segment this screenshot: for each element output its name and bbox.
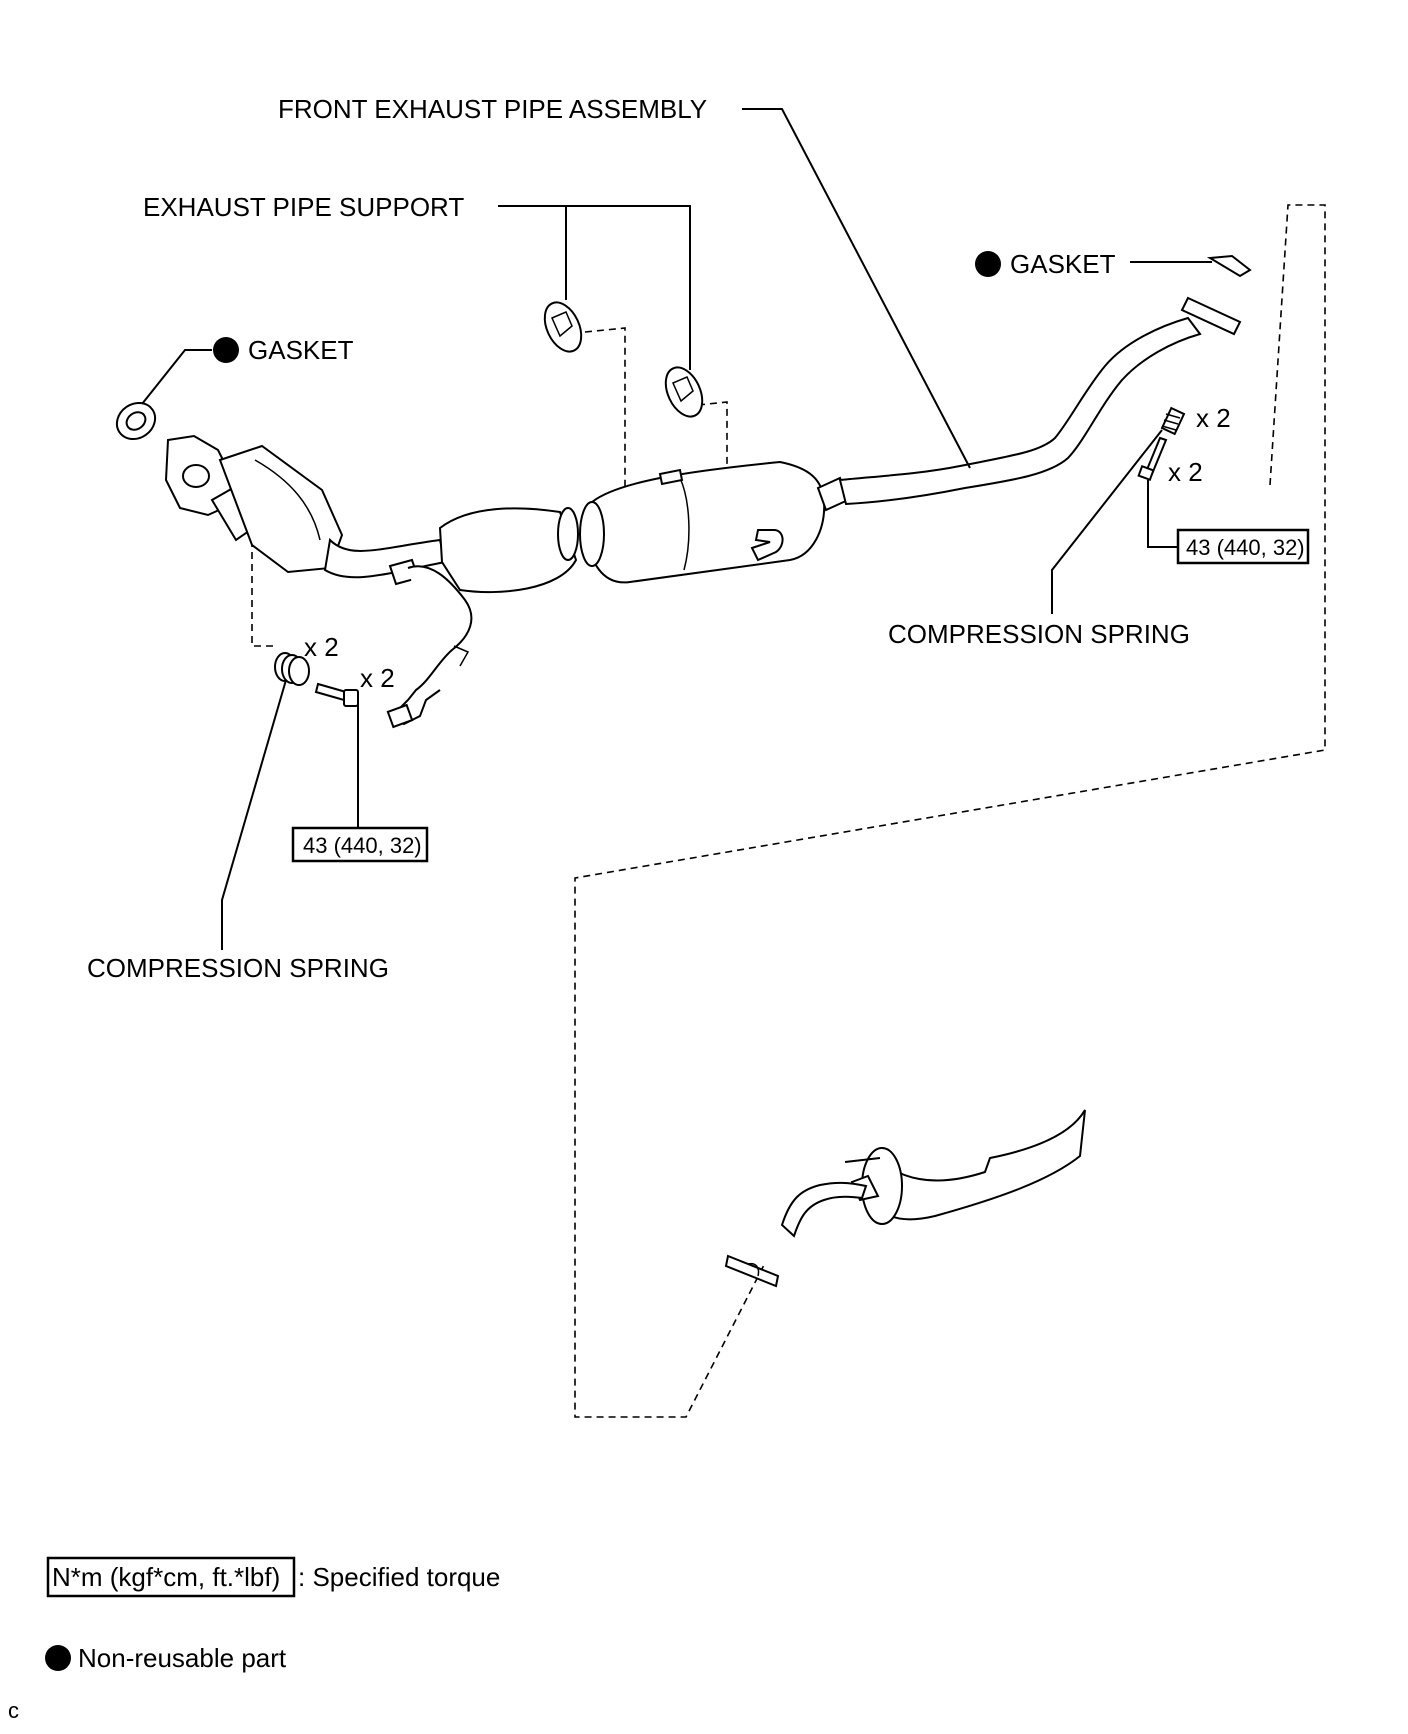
gasket-right-part: [1206, 254, 1252, 278]
label-exhaust-pipe-support: EXHAUST PIPE SUPPORT: [143, 192, 464, 222]
tail-pipe-muffler-part: [724, 1109, 1086, 1288]
label-gasket-right: GASKET: [1010, 249, 1116, 279]
label-qty-bolt-left: x 2: [360, 663, 395, 693]
compression-spring-right-part: [1160, 406, 1186, 436]
label-gasket-left: GASKET: [248, 335, 354, 365]
label-qty-spring-left: x 2: [304, 632, 339, 662]
exhaust-pipe-support-lower: [664, 366, 704, 418]
assembly-dashed-lines: [251, 204, 1326, 1418]
legend-torque-box-label: N*m (kgf*cm, ft.*lbf): [52, 1562, 280, 1592]
gasket-left-part: [115, 401, 157, 441]
non-reusable-marker-left: [213, 337, 239, 363]
bolt-right-part: [1137, 436, 1168, 482]
legend-non-reusable-marker: [45, 1645, 71, 1671]
label-front-exhaust-pipe-assembly: FRONT EXHAUST PIPE ASSEMBLY: [278, 94, 707, 124]
leader-lines: [141, 108, 1212, 950]
legend-non-reusable-description: Non-reusable part: [78, 1643, 287, 1673]
non-reusable-marker-right: [975, 251, 1001, 277]
front-exhaust-pipe-part: [164, 296, 1242, 729]
compression-spring-left-part: [274, 652, 310, 686]
label-compression-spring-right: COMPRESSION SPRING: [888, 619, 1190, 649]
label-qty-spring-right: x 2: [1196, 403, 1231, 433]
torque-spec-left: 43 (440, 32): [291, 826, 429, 863]
torque-spec-right: 43 (440, 32): [1176, 528, 1310, 565]
torque-value-left: 43 (440, 32): [303, 833, 422, 858]
gasket-label-left: GASKET: [213, 335, 354, 365]
legend-torque-description: : Specified torque: [298, 1562, 500, 1592]
corner-code: c: [8, 1698, 19, 1723]
label-compression-spring-left: COMPRESSION SPRING: [87, 953, 389, 983]
legend: N*m (kgf*cm, ft.*lbf) : Specified torque…: [45, 1556, 500, 1673]
label-qty-bolt-right: x 2: [1168, 457, 1203, 487]
gasket-label-right: GASKET: [975, 249, 1116, 279]
bolt-left-part: [314, 682, 359, 707]
torque-value-right: 43 (440, 32): [1186, 535, 1305, 560]
exhaust-pipe-support-upper: [543, 301, 583, 353]
